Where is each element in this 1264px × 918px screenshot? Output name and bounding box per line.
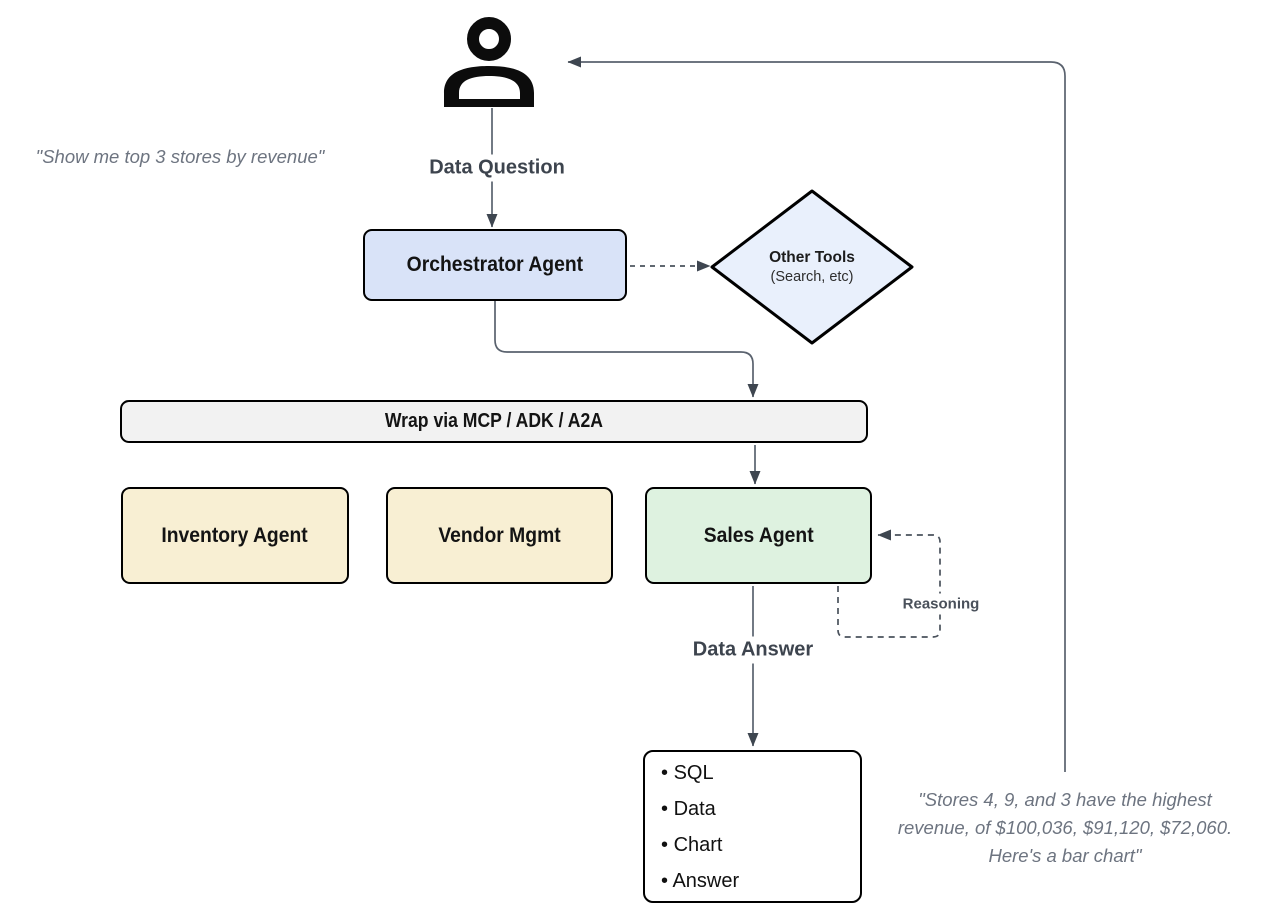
orchestrator-agent-label: Orchestrator Agent bbox=[406, 253, 584, 276]
output-node: SQL Data Chart Answer bbox=[643, 750, 862, 903]
orchestrator-agent-node: Orchestrator Agent bbox=[363, 229, 627, 301]
other-tools-diamond-shape bbox=[710, 189, 914, 345]
other-tools-title: Other Tools bbox=[769, 249, 855, 266]
data-question-label: Data Question bbox=[422, 154, 572, 182]
output-item-data: Data bbox=[661, 791, 739, 827]
inventory-agent-label: Inventory Agent bbox=[161, 523, 309, 547]
assistant-quote-line1: "Stores 4, 9, and 3 have the highest bbox=[918, 789, 1212, 810]
output-item-chart: Chart bbox=[661, 827, 739, 863]
output-item-answer: Answer bbox=[661, 863, 739, 899]
data-answer-label: Data Answer bbox=[685, 636, 821, 664]
sales-agent-node: Sales Agent bbox=[645, 487, 872, 584]
inventory-agent-node: Inventory Agent bbox=[121, 487, 349, 584]
assistant-quote-line2: revenue, of $100,036, $91,120, $72,060. bbox=[897, 817, 1233, 838]
wrap-bar-label: Wrap via MCP / ADK / A2A bbox=[384, 410, 604, 432]
other-tools-node: Other Tools (Search, etc) bbox=[703, 184, 921, 350]
wrap-bar-node: Wrap via MCP / ADK / A2A bbox=[120, 400, 868, 443]
assistant-quote: "Stores 4, 9, and 3 have the highest rev… bbox=[866, 786, 1264, 870]
assistant-quote-line3: Here's a bar chart" bbox=[988, 845, 1142, 866]
vendor-mgmt-label: Vendor Mgmt bbox=[438, 523, 561, 547]
other-tools-subtitle: (Search, etc) bbox=[770, 269, 854, 285]
connector-reasoning-loop bbox=[837, 529, 941, 638]
diamond-shape-svg bbox=[710, 189, 914, 345]
user-quote: "Show me top 3 stores by revenue" bbox=[35, 146, 325, 167]
connector-answer-to-user bbox=[567, 56, 1066, 772]
output-list: SQL Data Chart Answer bbox=[661, 755, 739, 899]
reasoning-label: Reasoning bbox=[895, 593, 987, 615]
output-item-sql: SQL bbox=[661, 755, 739, 791]
connector-orchestrator-to-wrap bbox=[494, 301, 759, 398]
vendor-mgmt-node: Vendor Mgmt bbox=[386, 487, 613, 584]
sales-agent-label: Sales Agent bbox=[703, 523, 814, 547]
user-icon bbox=[444, 17, 534, 107]
